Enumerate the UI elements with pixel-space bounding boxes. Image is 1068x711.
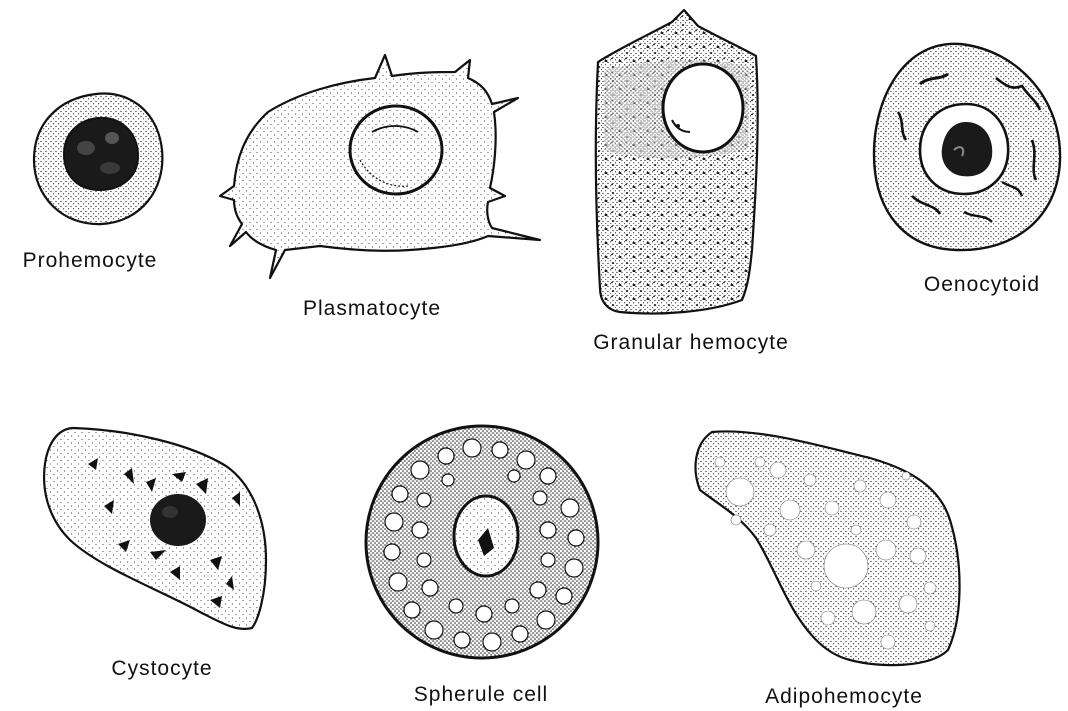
oenocytoid-cell [874,44,1060,250]
cystocyte-label: Cystocyte [111,657,212,681]
adipohemocyte-label: Adipohemocyte [765,685,923,709]
plasmatocyte-label: Plasmatocyte [303,297,441,321]
oenocytoid-label: Oenocytoid [924,273,1040,297]
cystocyte-cell [44,428,266,629]
granular-hemocyte-label: Granular hemocyte [593,331,789,355]
plasmatocyte-cell [220,55,540,278]
prohemocyte-label: Prohemocyte [23,249,158,273]
granular-hemocyte-cell [596,10,758,314]
spherule-cell-label: Spherule cell [414,683,548,707]
prohemocyte-cell [34,94,162,225]
adipohemocyte-cell [696,431,960,665]
spherule-cell [366,426,598,658]
